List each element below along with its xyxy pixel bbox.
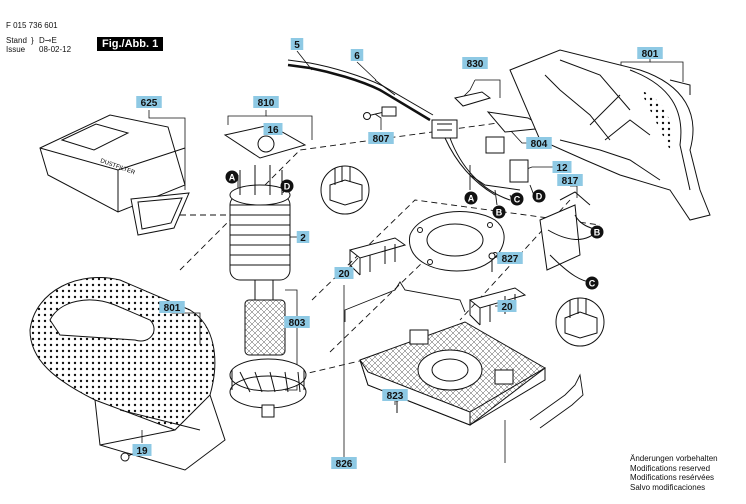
footer-line-en: Modifications reserved (630, 463, 711, 473)
stand-label: Stand (6, 36, 27, 45)
marker-text: D (536, 192, 543, 202)
footer-line-es: Salvo modificaciones (630, 482, 706, 492)
callout-text: 804 (531, 139, 548, 150)
footer-line-de: Änderungen vorbehalten (630, 454, 718, 463)
callout-817-10: 817 (557, 174, 583, 187)
field-coil-drawing (223, 124, 307, 281)
callout-826-18: 826 (331, 457, 357, 470)
document-number: F 015 736 601 (6, 21, 58, 30)
marker-text: A (229, 173, 236, 183)
callout-810-1: 810 (253, 96, 279, 109)
callout-text: 20 (501, 302, 513, 313)
dust-filter-drawing (39, 114, 190, 236)
callout-20-16: 20 (497, 300, 517, 313)
callout-823-17: 823 (382, 389, 408, 402)
callout-text: 19 (136, 446, 148, 457)
callout-830-5: 830 (462, 57, 488, 70)
callout-625-0: 625 (136, 96, 162, 109)
left-housing-drawing (29, 276, 226, 471)
screw-807-drawing (363, 106, 397, 120)
power-cable-drawing (287, 59, 434, 122)
callout-labels: 625 810 16 5 6 830 801 807 804 12 817 2 20 827 801 803 2… (132, 38, 663, 470)
electronics-drawing (539, 191, 599, 283)
marker-A-2: A (464, 191, 478, 205)
callout-text: 810 (258, 98, 275, 109)
callout-20-12: 20 (334, 267, 354, 280)
callout-827-13: 827 (497, 252, 523, 265)
callout-text: 801 (164, 303, 181, 314)
issue-label: Issue (6, 45, 26, 54)
right-housing-drawing (509, 49, 711, 221)
armature-drawing (229, 279, 307, 418)
callout-16-2: 16 (263, 123, 283, 136)
callout-text: 830 (467, 59, 484, 70)
marker-text: B (594, 228, 601, 238)
sealing-plate-drawing (409, 211, 505, 272)
callout-text: 807 (373, 134, 390, 145)
marker-A-0: A (225, 170, 239, 184)
callout-801-14: 801 (159, 301, 185, 314)
callout-text: 5 (294, 40, 300, 51)
callout-2-11: 2 (296, 231, 310, 244)
callout-801-6: 801 (637, 47, 663, 60)
marker-text: C (514, 195, 521, 205)
callout-text: 803 (289, 318, 306, 329)
callout-text: 2 (300, 233, 306, 244)
callout-text: 801 (642, 49, 659, 60)
callout-803-15: 803 (284, 316, 310, 329)
connector-drawing (431, 119, 511, 201)
spring-clips-drawing (344, 281, 584, 429)
header-brace: } (31, 36, 34, 45)
callout-5-3: 5 (290, 38, 304, 51)
callout-text: 6 (354, 51, 360, 62)
footer-line-fr: Modifications resérvées (630, 473, 715, 482)
callout-text: 827 (502, 254, 519, 265)
figure-label: Fig./Abb. 1 (97, 37, 164, 51)
marker-D-5: D (532, 189, 546, 203)
detail-circles (320, 165, 605, 347)
callout-text: 817 (562, 176, 579, 187)
callout-12-9: 12 (552, 161, 572, 174)
marker-B-6: B (590, 225, 604, 239)
issue-value: 08-02-12 (39, 45, 72, 54)
marker-C-7: C (585, 276, 599, 290)
stand-value: D⊸E (39, 36, 57, 45)
marker-C-4: C (510, 192, 524, 206)
callout-text: 20 (338, 269, 350, 280)
marker-D-1: D (280, 179, 294, 193)
callout-text: 12 (556, 163, 568, 174)
marker-B-3: B (492, 205, 506, 219)
callout-text: 823 (387, 391, 404, 402)
callout-19-19: 19 (132, 444, 152, 457)
callout-804-8: 804 (526, 137, 552, 150)
marker-text: A (468, 194, 475, 204)
screw-827-drawing (488, 252, 496, 272)
marker-text: D (284, 182, 291, 192)
footer-notes: Änderungen vorbehalten Modifications res… (630, 454, 718, 492)
marker-text: C (589, 279, 596, 289)
clamp-20-left-drawing (348, 237, 407, 276)
callout-text: 625 (141, 98, 158, 109)
base-plate-drawing (359, 321, 546, 426)
callout-6-4: 6 (350, 49, 364, 62)
connection-markers: A D A B C D B C (225, 170, 604, 290)
callout-807-7: 807 (368, 132, 394, 145)
callout-text: 826 (336, 459, 353, 470)
clamp-20-right-drawing (468, 287, 527, 326)
marker-text: B (496, 208, 503, 218)
callout-text: 16 (267, 125, 279, 136)
switch-drawing (454, 91, 547, 191)
